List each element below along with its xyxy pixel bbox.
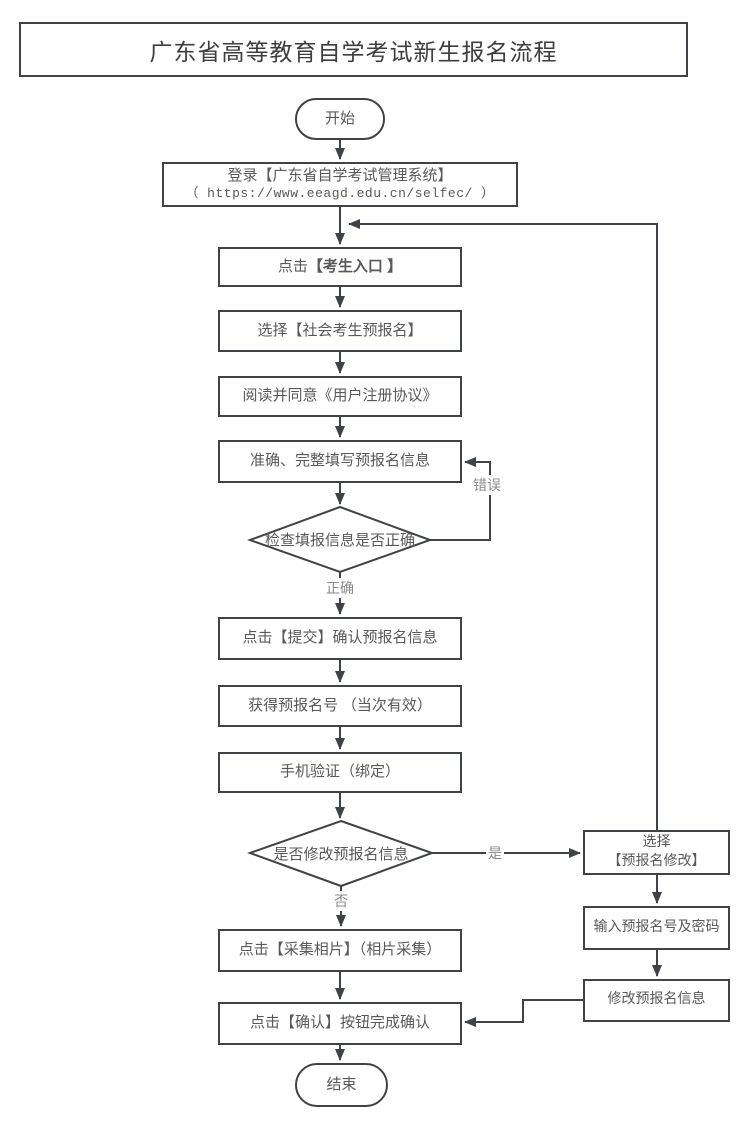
- edge-label-error: 错误: [471, 475, 503, 495]
- submit-label: 点击【提交】确认预报名信息: [242, 630, 438, 647]
- decision-modify-shape: [247, 819, 435, 888]
- end-label: 结束: [326, 1076, 357, 1093]
- confirm-label: 点击【确认】按钮完成确认: [249, 1015, 430, 1032]
- input-number-label: 输入预报名号及密码: [593, 919, 720, 935]
- edge-modify-confirm: [464, 999, 583, 1027]
- entry-prefix: 点击: [277, 258, 308, 275]
- modify-info-box: 修改预报名信息: [583, 979, 730, 1022]
- login-box: 登录【广东省自学考试管理系统】 （ https://www.eeagd.edu.…: [162, 162, 518, 207]
- title-box: 广东省高等教育自学考试新生报名流程: [19, 22, 688, 77]
- edge-error-loop: [430, 457, 491, 541]
- edge-modify-return: [348, 219, 658, 830]
- agree-terms-label: 阅读并同意《用户注册协议》: [242, 388, 438, 405]
- get-number-box: 获得预报名号 （当次有效）: [218, 685, 462, 727]
- confirm-box: 点击【确认】按钮完成确认: [218, 1002, 462, 1045]
- select-modify-box: 选择 【预报名修改】: [583, 830, 730, 875]
- page-title: 广东省高等教育自学考试新生报名流程: [149, 39, 558, 65]
- get-number-label: 获得预报名号 （当次有效）: [248, 697, 432, 714]
- phone-verify-box: 手机验证（绑定）: [218, 752, 462, 793]
- edge-label-no: 否: [332, 891, 350, 911]
- login-line1: 登录【广东省自学考试管理系统】: [227, 168, 453, 184]
- end-node: 结束: [295, 1063, 388, 1107]
- start-node: 开始: [295, 98, 385, 140]
- agree-terms-box: 阅读并同意《用户注册协议》: [218, 376, 462, 417]
- decision-check-info-shape: [247, 505, 433, 574]
- entry-bold: 【考生入口 】: [307, 257, 403, 275]
- select-preregister-label: 选择【社会考生预报名】: [257, 322, 423, 339]
- submit-box: 点击【提交】确认预报名信息: [218, 617, 462, 660]
- start-label: 开始: [324, 110, 355, 127]
- entry-box: 点击【考生入口 】: [218, 247, 462, 287]
- phone-verify-label: 手机验证（绑定）: [279, 764, 400, 781]
- modify-info-label: 修改预报名信息: [607, 992, 706, 1008]
- fill-info-box: 准确、完整填写预报名信息: [218, 440, 462, 483]
- edge-label-yes: 是: [486, 843, 504, 863]
- login-url: （ https://www.eeagd.edu.cn/selfec/ ）: [185, 185, 495, 201]
- fill-info-label: 准确、完整填写预报名信息: [249, 453, 430, 470]
- edge-label-correct: 正确: [324, 578, 356, 598]
- collect-photo-box: 点击【采集相片】（相片采集）: [218, 929, 462, 972]
- select-modify-line2: 【预报名修改】: [607, 853, 706, 869]
- collect-photo-label: 点击【采集相片】（相片采集）: [238, 942, 442, 959]
- select-preregister-box: 选择【社会考生预报名】: [218, 310, 462, 352]
- select-modify-line1: 选择: [642, 835, 671, 851]
- input-number-box: 输入预报名号及密码: [583, 906, 730, 950]
